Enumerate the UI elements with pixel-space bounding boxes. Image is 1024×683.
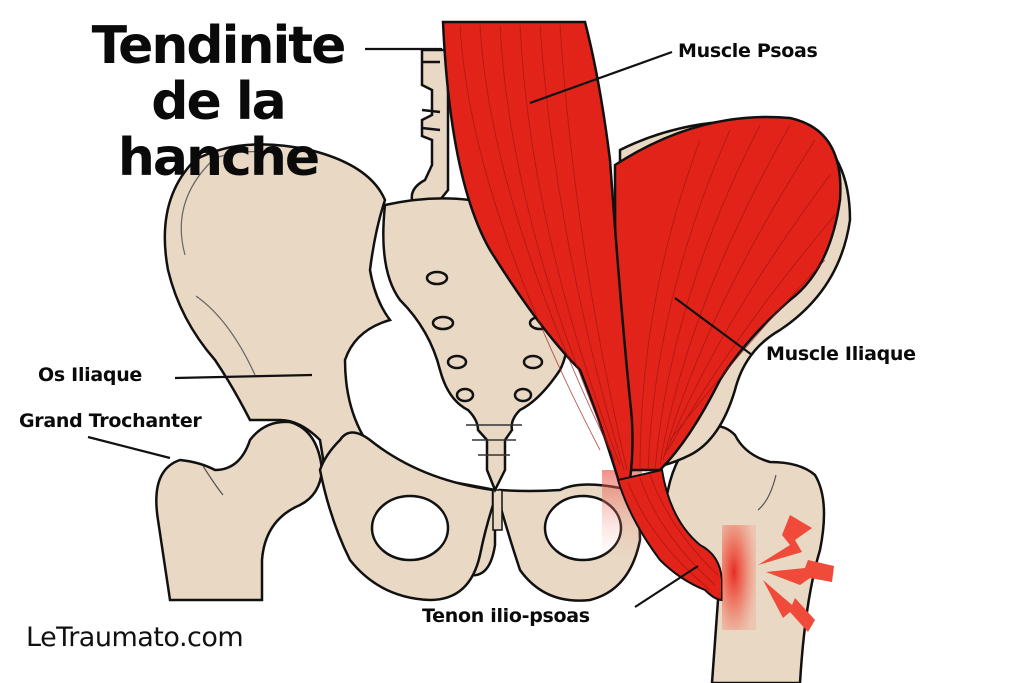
leader-psoas xyxy=(529,50,673,105)
left-femur xyxy=(155,420,324,602)
label-os-iliaque: Os Iliaque xyxy=(38,364,143,386)
iliacus-muscle xyxy=(613,115,842,472)
left-pubis xyxy=(318,431,495,602)
leader-tenon xyxy=(634,565,699,608)
leader-trochanter xyxy=(87,435,171,460)
label-muscle-psoas: Muscle Psoas xyxy=(678,40,818,62)
title-line-1: Tendinite xyxy=(91,16,347,76)
title-line-2: de la hanche xyxy=(117,72,320,188)
leader-iliaque xyxy=(674,297,753,356)
label-tenon-ilio-psoas: Tenon ilio-psoas xyxy=(422,605,590,627)
label-muscle-iliaque: Muscle Iliaque xyxy=(766,343,916,365)
leader-os-iliaque xyxy=(174,373,313,380)
page-title: Tendinite de la hanche xyxy=(48,18,388,186)
inflammation-glow-femur xyxy=(722,525,756,630)
brand-watermark: LeTraumato.com xyxy=(26,622,244,653)
lumbar-vertebrae xyxy=(410,48,450,214)
leader-lines xyxy=(87,47,753,608)
label-grand-trochanter: Grand Trochanter xyxy=(19,410,202,432)
pubic-symphysis xyxy=(492,489,503,531)
pain-bolts-icon xyxy=(758,515,834,632)
